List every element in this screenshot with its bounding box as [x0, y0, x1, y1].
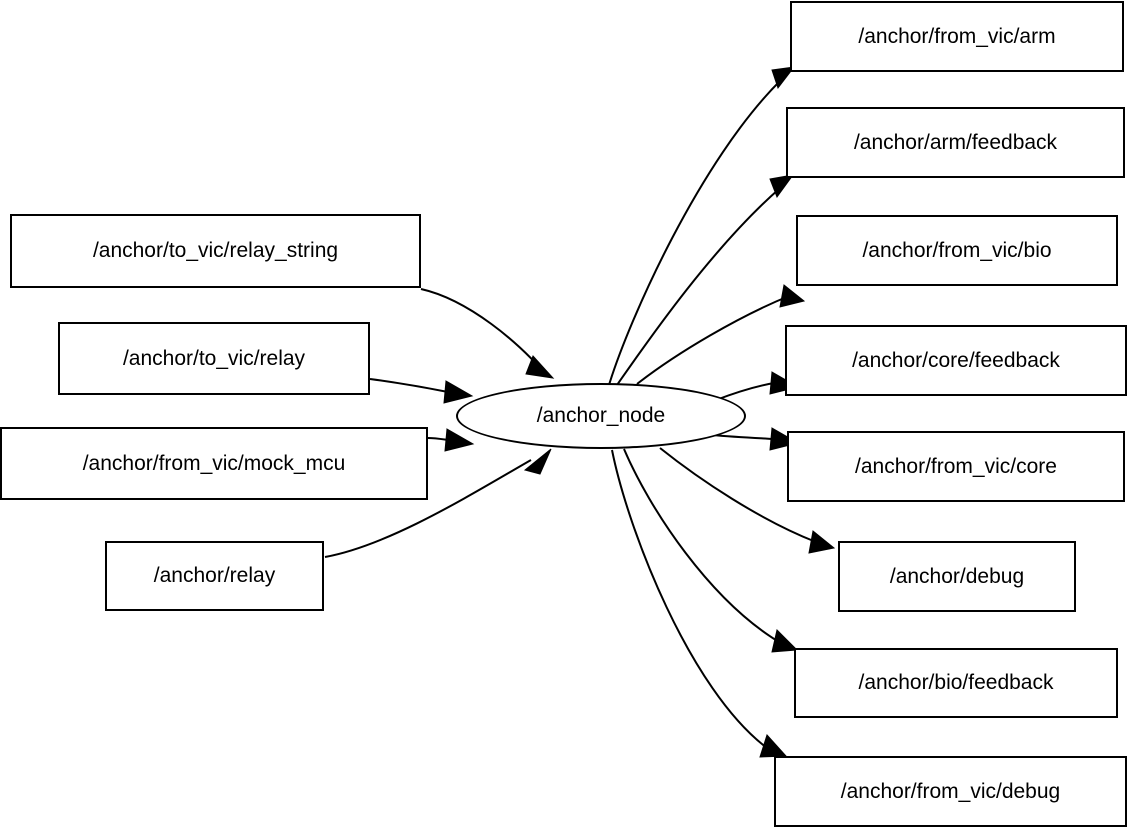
topic-label: /anchor/from_vic/debug: [840, 779, 1061, 803]
topic-label: /anchor/bio/feedback: [858, 671, 1054, 694]
topic-label: /anchor/to_vic/relay: [122, 346, 306, 370]
topic-label: /anchor/core/feedback: [852, 348, 1060, 372]
topic-node-relay[interactable]: /anchor/relay: [105, 541, 324, 611]
edge-mock-mcu-to-node: [427, 428, 475, 452]
topic-label: /anchor/debug: [889, 564, 1025, 588]
topic-node-to-vic-relay-string[interactable]: /anchor/to_vic/relay_string: [10, 214, 421, 288]
center-node-label: /anchor_node: [536, 404, 666, 427]
topic-label: /anchor/to_vic/relay_string: [92, 239, 339, 262]
edge-relay-to-node: [369, 378, 474, 404]
edge-node-to-debug: [659, 447, 836, 554]
topic-node-core-feedback[interactable]: /anchor/core/feedback: [785, 325, 1127, 396]
topic-node-from-vic-bio[interactable]: /anchor/from_vic/bio: [796, 215, 1118, 286]
edge-relay-string-to-node: [420, 288, 555, 379]
edge-node-to-from-vic-debug: [611, 449, 788, 758]
edge-node-to-from-vic-arm: [608, 66, 796, 386]
edge-node-to-bio-feedback: [623, 448, 799, 653]
topic-node-from-vic-mock-mcu[interactable]: /anchor/from_vic/mock_mcu: [0, 427, 428, 500]
topic-node-debug[interactable]: /anchor/debug: [838, 541, 1076, 612]
topic-label: /anchor/from_vic/mock_mcu: [82, 451, 346, 475]
topic-node-from-vic-arm[interactable]: /anchor/from_vic/arm: [790, 1, 1124, 72]
topic-label: /anchor/from_vic/arm: [858, 24, 1056, 48]
center-node-anchor-node[interactable]: /anchor_node: [456, 383, 746, 449]
topic-label: /anchor/relay: [153, 564, 276, 587]
topic-label: /anchor/from_vic/bio: [862, 238, 1052, 262]
topic-node-arm-feedback[interactable]: /anchor/arm/feedback: [786, 107, 1125, 178]
edge-relay2-to-node: [324, 448, 552, 558]
topic-node-from-vic-core[interactable]: /anchor/from_vic/core: [787, 431, 1125, 502]
edge-node-to-from-vic-bio: [636, 284, 806, 385]
topic-label: /anchor/arm/feedback: [853, 130, 1058, 154]
topic-node-to-vic-relay[interactable]: /anchor/to_vic/relay: [58, 322, 370, 395]
topic-node-from-vic-debug[interactable]: /anchor/from_vic/debug: [774, 756, 1127, 827]
topic-node-bio-feedback[interactable]: /anchor/bio/feedback: [794, 648, 1118, 718]
edge-node-to-arm-feedback: [616, 174, 795, 386]
topic-label: /anchor/from_vic/core: [855, 454, 1057, 478]
